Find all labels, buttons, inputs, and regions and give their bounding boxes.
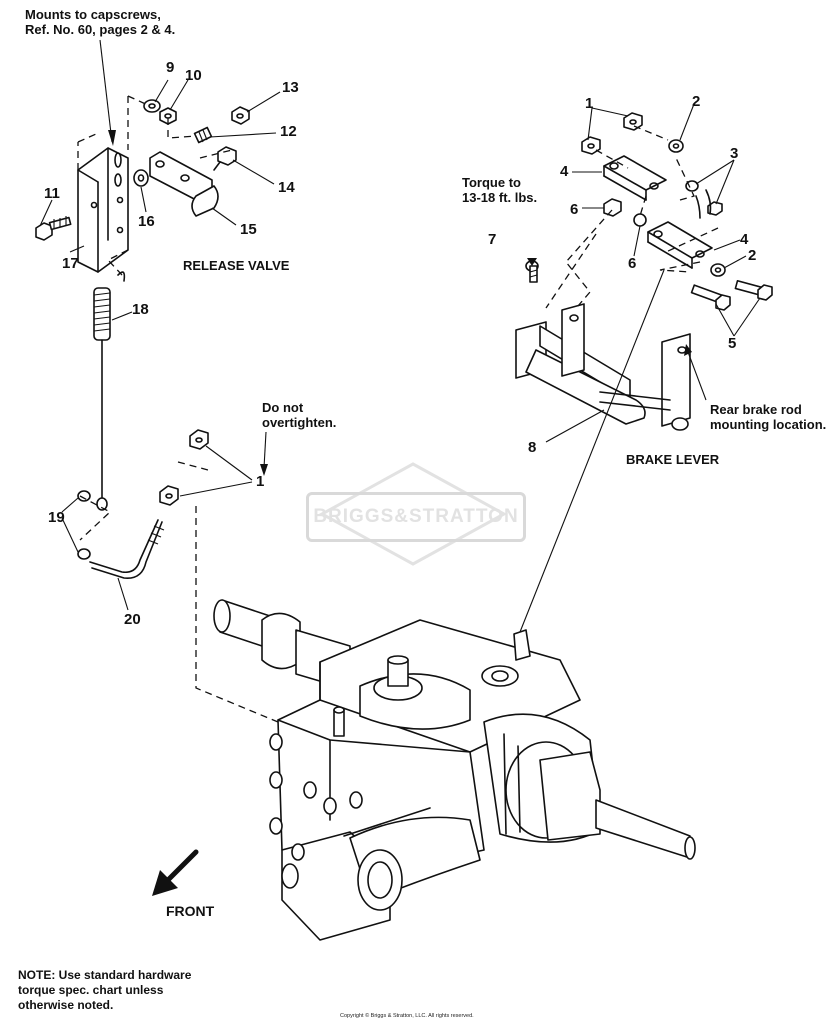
release-valve-hardware xyxy=(35,99,250,241)
watermark-text: BRIGGS&STRATTON xyxy=(306,492,526,542)
callout-9: 9 xyxy=(166,59,175,76)
brake-lever-label: BRAKE LEVER xyxy=(626,452,720,467)
brake-leaders xyxy=(545,103,761,337)
watermark-diamond xyxy=(318,462,508,566)
mounts-leader xyxy=(99,39,116,146)
release-valve-label: RELEASE VALVE xyxy=(183,258,290,273)
callout-7: 7 xyxy=(488,231,497,248)
linkage-rod xyxy=(61,490,165,611)
brake-lever xyxy=(515,303,707,443)
release-valve-leaders xyxy=(39,79,281,276)
callout-4-top: 4 xyxy=(560,163,569,180)
spring-rod xyxy=(93,271,133,511)
callout-13: 13 xyxy=(282,79,299,96)
brake-rod-line xyxy=(519,269,665,633)
callout-3: 3 xyxy=(730,145,739,162)
callout-1-right: 1 xyxy=(585,95,594,112)
callout-11: 11 xyxy=(44,185,60,202)
callout-1-left: 1 xyxy=(256,473,265,490)
do-not-overtighten-note: Do not overtighten. xyxy=(262,400,337,430)
callout-19: 19 xyxy=(48,509,65,526)
callout-18: 18 xyxy=(132,301,149,318)
transaxle xyxy=(213,599,696,941)
callout-14: 14 xyxy=(278,179,295,196)
brake-links xyxy=(525,112,773,311)
rear-brake-rod-note: Rear brake rod mounting location. xyxy=(710,402,827,432)
callout-10: 10 xyxy=(185,67,202,84)
release-valve-bracket xyxy=(77,133,129,273)
torque-spec-note: NOTE: Use standard hardware torque spec.… xyxy=(18,968,192,1012)
callout-5: 5 xyxy=(728,335,737,352)
copyright-text: Copyright © Briggs & Stratton, LLC. All … xyxy=(340,1013,474,1019)
callout-20: 20 xyxy=(124,611,141,628)
nuts-part-1 xyxy=(159,429,279,723)
release-valve-arm xyxy=(149,151,219,217)
callout-15: 15 xyxy=(240,221,257,238)
torque-note: Torque to 13-18 ft. lbs. xyxy=(462,175,538,205)
callout-4-right: 4 xyxy=(740,231,749,248)
front-label: FRONT xyxy=(166,903,215,919)
callout-16: 16 xyxy=(138,213,155,230)
arrow-down-left-icon xyxy=(152,849,199,896)
callout-2-right: 2 xyxy=(748,247,757,264)
callout-2-top: 2 xyxy=(692,93,701,110)
callout-8: 8 xyxy=(528,439,537,456)
callout-6-right: 6 xyxy=(628,255,637,272)
callout-12: 12 xyxy=(280,123,297,140)
callout-17: 17 xyxy=(62,255,79,272)
callout-6-left: 6 xyxy=(570,201,579,218)
mounts-note: Mounts to capscrews, Ref. No. 60, pages … xyxy=(25,7,176,37)
